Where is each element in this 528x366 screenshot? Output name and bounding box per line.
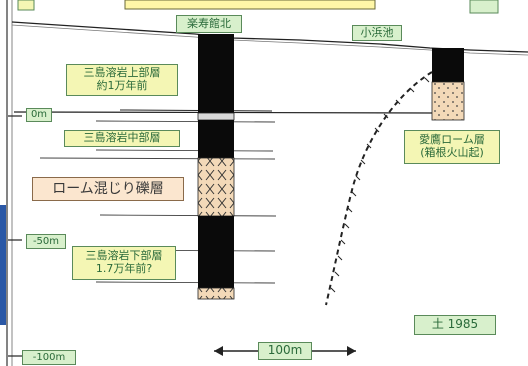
depth-label-50m: -50m — [26, 234, 66, 249]
lower-layer-age: 1.7万年前? — [95, 262, 153, 275]
loam-boundary-ticks — [330, 77, 430, 293]
upper-layer-label: 三島溶岩上部層 約1万年前 — [66, 64, 178, 96]
top-left-box — [17, 0, 35, 11]
aitaka-loam-label: 愛鷹ローム層 (箱根火山起) — [404, 130, 500, 164]
ground-surface — [11, 21, 528, 53]
borehole-name-label: 楽寿館北 — [176, 15, 242, 33]
pond-column-loam — [431, 81, 465, 121]
boundary-line-gravel-top — [39, 157, 276, 160]
borehole-column-upper-lava — [198, 34, 234, 113]
credit-label: 土 1985 — [414, 315, 496, 335]
borehole-column-gravel-layer — [197, 157, 235, 217]
pond-name-label: 小浜池 — [352, 25, 402, 41]
scale-bar-label: 100m — [258, 342, 312, 360]
borehole-column-thin-band — [197, 112, 235, 121]
aitaka-loam-origin: (箱根火山起) — [420, 146, 484, 159]
left-side-panel — [0, 0, 6, 366]
boundary-line-deep — [95, 281, 276, 284]
middle-layer-label: 三島溶岩中部層 — [64, 130, 180, 147]
left-blue-band — [0, 205, 6, 325]
pond-column-lava — [432, 48, 464, 82]
borehole-column-bottom-gravel — [197, 287, 235, 300]
lower-layer-label: 三島溶岩下部層 1.7万年前? — [72, 246, 176, 280]
upper-layer-age: 約1万年前 — [96, 79, 148, 92]
top-yellow-banner — [124, 0, 376, 10]
scale-bar-arrow-left — [214, 346, 223, 356]
boundary-line-mid2 — [95, 149, 274, 152]
boundary-line-mid — [95, 120, 276, 123]
depth-label-100m: -100m — [22, 350, 76, 365]
borehole-column-lower-lava — [198, 216, 234, 288]
boundary-line-upper — [119, 109, 273, 112]
upper-layer-name: 三島溶岩上部層 — [83, 66, 161, 80]
borehole-column-middle-lava — [198, 120, 234, 158]
top-right-box — [469, 0, 499, 14]
aitaka-loam-name: 愛鷹ローム層 — [419, 133, 485, 147]
boundary-line-gravel-bot — [99, 214, 277, 217]
scale-bar-arrow-right — [347, 346, 356, 356]
loam-boundary-dashed-curve — [325, 71, 433, 306]
depth-label-0m: 0m — [26, 108, 52, 122]
lower-layer-name: 三島溶岩下部層 — [85, 249, 163, 263]
loam-gravel-layer-label: ローム混じり礫層 — [32, 177, 184, 201]
